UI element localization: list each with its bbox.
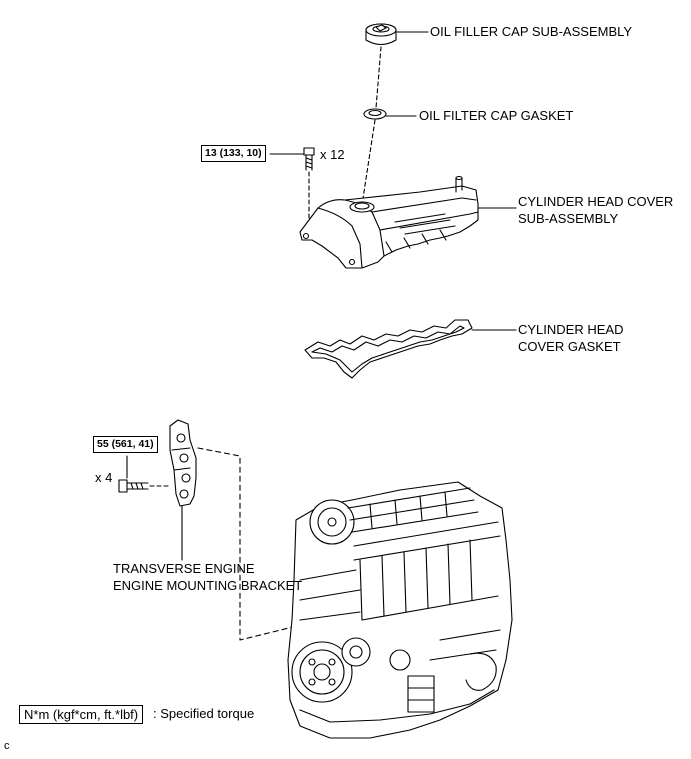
- torque-cover-bolt: 13 (133, 10): [201, 145, 266, 162]
- legend-unit-description: : Specified torque: [153, 706, 255, 721]
- bracket-bolt-quantity: x 4: [95, 470, 113, 485]
- engine-mounting-bracket-drawing: [169, 419, 197, 507]
- label-mounting-bracket-line1: TRANSVERSE ENGINE: [113, 561, 255, 576]
- cover-bolt-quantity: x 12: [320, 147, 345, 162]
- label-cylinder-head-cover-gasket-line2: COVER GASKET: [518, 339, 621, 354]
- label-cylinder-head-cover-line2: SUB-ASSEMBLY: [518, 211, 619, 226]
- label-cylinder-head-cover-line1: CYLINDER HEAD COVER: [518, 194, 674, 209]
- oil-filler-cap-drawing: [365, 23, 397, 46]
- engine-block-drawing: [287, 481, 513, 739]
- bracket-to-engine-guide-line: [197, 447, 306, 641]
- cover-bolt-drawing: [303, 147, 315, 171]
- label-oil-filler-cap: OIL FILLER CAP SUB-ASSEMBLY: [430, 24, 633, 39]
- label-cylinder-head-cover-gasket-line1: CYLINDER HEAD: [518, 322, 624, 337]
- bracket-bolt-drawing: [118, 479, 149, 493]
- cylinder-head-cover-drawing: [299, 175, 479, 269]
- cap-assembly-guide-line: [361, 46, 382, 206]
- label-oil-filter-cap-gasket: OIL FILTER CAP GASKET: [419, 108, 574, 123]
- label-mounting-bracket-line2: ENGINE MOUNTING BRACKET: [113, 578, 303, 593]
- figure-code: c: [4, 740, 10, 752]
- legend-unit-box: N*m (kgf*cm, ft.*lbf): [19, 705, 144, 724]
- cylinder-head-cover-gasket-drawing: [304, 319, 473, 379]
- oil-filter-cap-gasket-drawing: [363, 108, 387, 120]
- torque-bracket-bolt: 55 (561, 41): [93, 436, 158, 453]
